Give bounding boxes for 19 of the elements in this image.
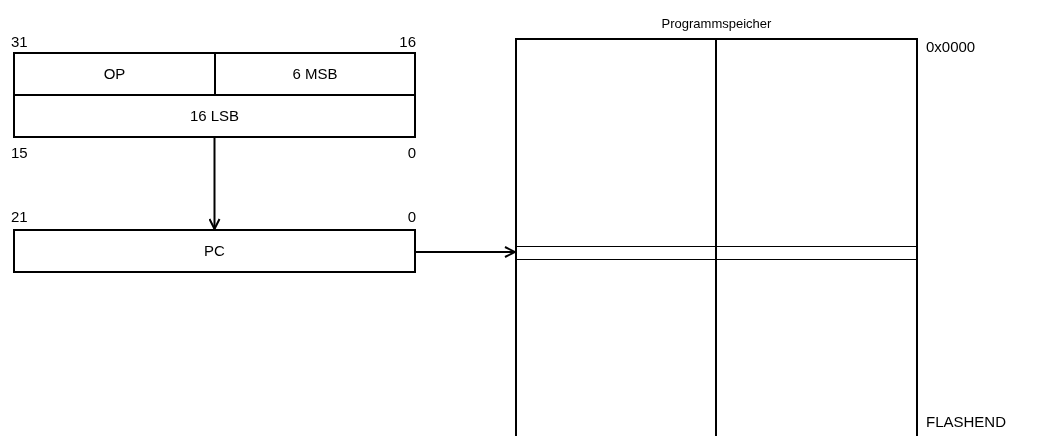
bit-number: 0 [407, 208, 416, 226]
field-label: 6 MSB [292, 63, 338, 84]
register-field [214, 52, 416, 96]
register-field [13, 94, 416, 138]
register-field [13, 52, 216, 96]
arrow [208, 137, 221, 230]
register-box [13, 229, 416, 273]
memory-heading: Programmspeicher [660, 15, 773, 33]
bit-number: 31 [11, 33, 28, 51]
arrow [415, 246, 516, 258]
field-label: OP [103, 63, 126, 84]
field-label: PC [204, 240, 225, 261]
bit-number: 21 [11, 208, 28, 226]
bit-number: 0 [407, 144, 416, 162]
bit-number: 15 [11, 144, 28, 162]
bit-number: 16 [399, 33, 416, 51]
field-label: 16 LSB [189, 105, 240, 126]
address-label: FLASHEND [926, 413, 1007, 431]
address-label: 0x0000 [926, 38, 976, 56]
